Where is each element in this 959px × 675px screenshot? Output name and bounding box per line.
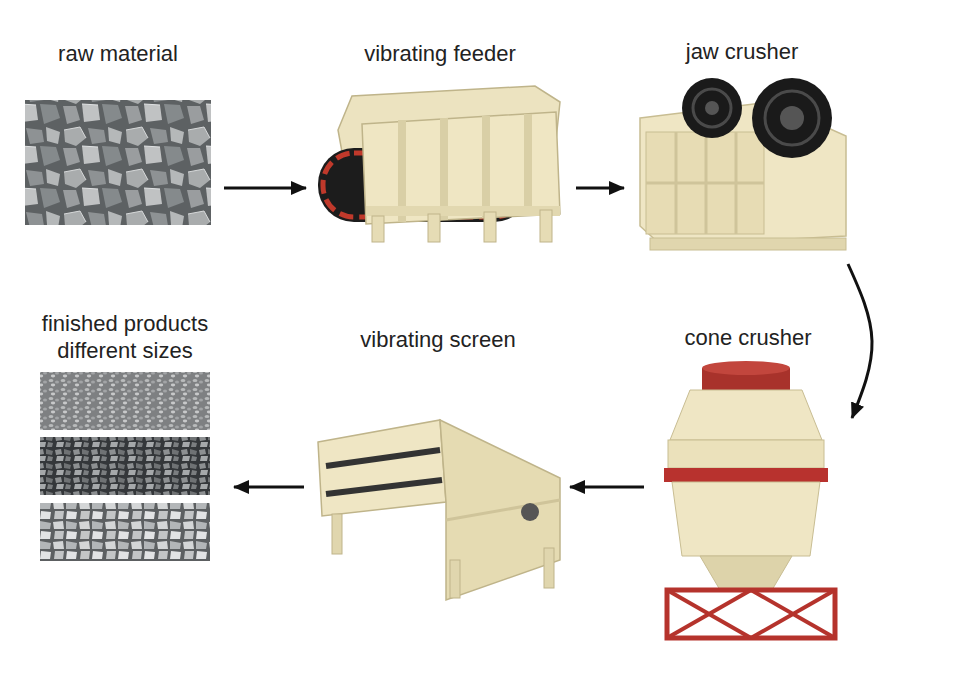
flow-arrow xyxy=(570,486,644,489)
node-label: jaw crusher xyxy=(630,34,854,65)
equipment-node: cone crusher xyxy=(652,320,844,642)
equipment-node: vibrating screen xyxy=(312,322,564,604)
node-label: cone crusher xyxy=(652,320,844,351)
node-label: finished products different sizes xyxy=(22,306,228,364)
equipment-node: finished products different sizes xyxy=(22,306,228,564)
node-label: vibrating feeder xyxy=(312,36,568,67)
flow-arrow xyxy=(576,187,624,190)
flow-arrow xyxy=(848,264,872,418)
node-label: vibrating screen xyxy=(312,322,564,353)
flow-arrow xyxy=(234,486,304,489)
equipment-node: vibrating feeder xyxy=(312,36,568,248)
flow-arrow xyxy=(224,187,306,190)
equipment-node: jaw crusher xyxy=(630,34,854,254)
equipment-node: raw material xyxy=(20,36,216,230)
node-label: raw material xyxy=(20,36,216,67)
